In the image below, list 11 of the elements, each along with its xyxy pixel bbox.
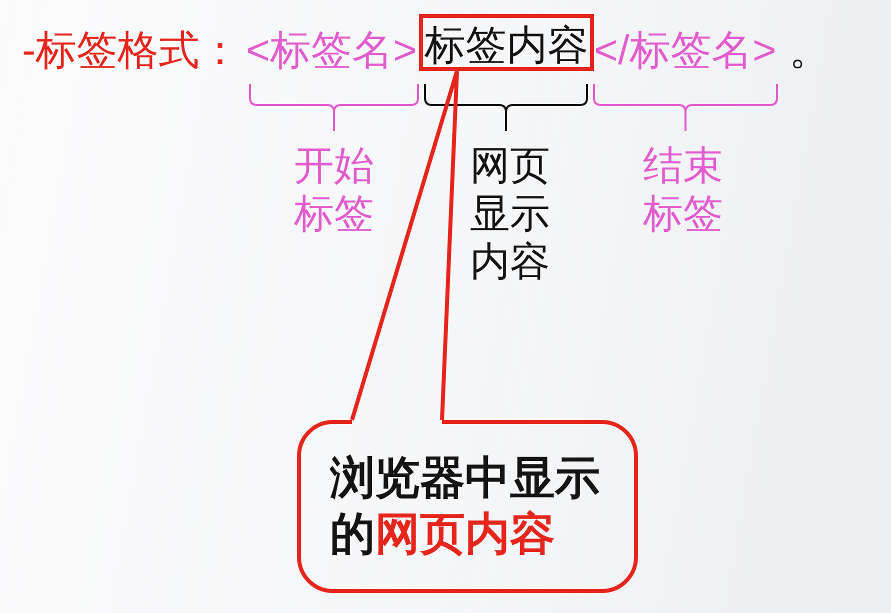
full-stop: 。 bbox=[789, 26, 830, 74]
brace-label: 结束标签 bbox=[642, 143, 724, 238]
brace-label: 开始标签 bbox=[293, 143, 375, 238]
tag-text: </标签名> bbox=[594, 26, 776, 74]
heading-text: -标签格式： bbox=[22, 26, 241, 74]
highlight-box: 标签内容 bbox=[419, 14, 594, 71]
callout-text: 浏览器中显示的网页内容 bbox=[330, 451, 601, 561]
callout-bubble bbox=[297, 420, 638, 593]
brace-label: 网页显示内容 bbox=[469, 143, 551, 286]
tag-text: <标签名> bbox=[246, 26, 417, 74]
callout-tail bbox=[350, 69, 459, 422]
